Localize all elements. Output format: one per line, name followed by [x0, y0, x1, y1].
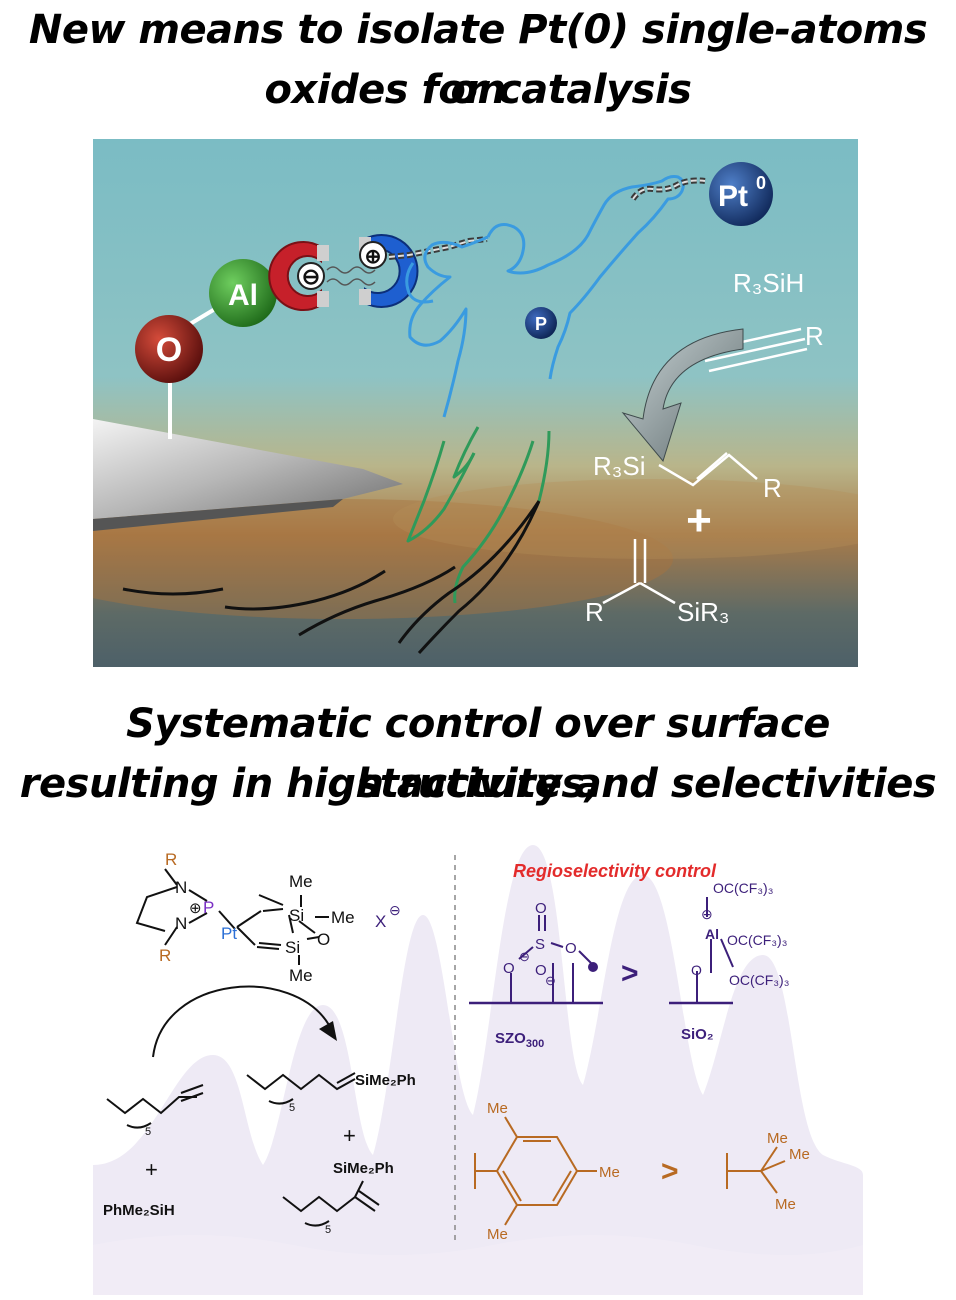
- substrate-plus: +: [145, 1157, 158, 1182]
- svg-text:N: N: [175, 878, 187, 897]
- aluminum-atom: Al: [209, 259, 277, 327]
- svg-text:Me: Me: [767, 1130, 788, 1147]
- svg-text:P: P: [535, 314, 547, 334]
- svg-text:O: O: [565, 940, 577, 957]
- tert-butyl-group: [726, 1146, 786, 1194]
- product-linear-left: R₃Si: [593, 451, 645, 481]
- oxide-surface-slab: [93, 419, 403, 519]
- sio2-label: SiO₂: [681, 1026, 714, 1043]
- product-branched-right: SiR₃: [677, 597, 729, 627]
- title-line-1: New means to isolate Pt(0) single-atoms …: [28, 7, 928, 113]
- background-peaks: [93, 845, 863, 1295]
- hero-figure-outline: [122, 175, 685, 655]
- title-line-2: oxides for catalysis: [264, 67, 692, 113]
- cover-illustration: O Al ⊖ ⊕ P: [93, 139, 858, 667]
- svg-text:Me: Me: [599, 1164, 620, 1181]
- svg-text:O: O: [535, 900, 547, 917]
- silane-reagent: PhMe₂SiH: [103, 1202, 175, 1219]
- branched-product-label: SiMe₂Ph: [333, 1160, 394, 1177]
- svg-text:Me: Me: [487, 1100, 508, 1117]
- svg-text:S: S: [535, 936, 545, 953]
- svg-text:O: O: [156, 331, 182, 369]
- svg-text:Pt: Pt: [718, 180, 748, 213]
- svg-text:⊖: ⊖: [389, 902, 401, 918]
- regioselectivity-heading: Regioselectivity control: [513, 861, 717, 881]
- reaction-curved-arrow: [152, 985, 330, 1058]
- oxygen-atom: O: [135, 315, 203, 383]
- svg-text:Pt: Pt: [221, 924, 237, 943]
- greater-than-top: >: [621, 957, 639, 990]
- svg-text:Me: Me: [289, 872, 313, 891]
- illustration-background: [93, 139, 858, 667]
- product-branched-bonds: [602, 539, 676, 605]
- greater-than-bottom: >: [661, 1155, 679, 1188]
- silane-label: R₃SiH: [733, 268, 804, 298]
- mesityl-group: [474, 1116, 597, 1226]
- svg-text:OC(CF₃)₃: OC(CF₃)₃: [729, 972, 789, 988]
- svg-text:5: 5: [289, 1102, 295, 1114]
- svg-text:R: R: [805, 321, 824, 351]
- svg-text:⊕: ⊕: [189, 900, 202, 917]
- svg-text:R: R: [165, 850, 177, 869]
- linear-product: [246, 1072, 356, 1105]
- svg-text:O: O: [535, 962, 547, 979]
- product-plus: +: [343, 1123, 356, 1148]
- branched-product: [282, 1180, 380, 1227]
- svg-text:Me: Me: [789, 1146, 810, 1163]
- svg-text:N: N: [175, 914, 187, 933]
- svg-text:5: 5: [145, 1126, 151, 1138]
- subtitle-line-1: Systematic control over surface structur…: [126, 701, 830, 807]
- svg-text:P: P: [203, 898, 214, 917]
- pt-complex-structure: R N ⊕ P Pt N R Me Si Me Si O Me X ⊖: [135, 850, 401, 985]
- reaction-scheme: R N ⊕ P Pt N R Me Si Me Si O Me X ⊖ 5 + …: [93, 845, 863, 1295]
- svg-text:O: O: [317, 930, 330, 949]
- svg-text:Al: Al: [228, 279, 258, 312]
- product-linear-bonds: [658, 452, 758, 487]
- svg-text:Me: Me: [775, 1196, 796, 1213]
- svg-text:⊖: ⊖: [701, 906, 713, 922]
- reaction-arrow-icon: [621, 328, 744, 463]
- svg-text:⊖: ⊖: [519, 949, 530, 964]
- svg-text:5: 5: [325, 1224, 331, 1236]
- svg-text:OC(CF₃)₃: OC(CF₃)₃: [713, 880, 773, 896]
- svg-text:0: 0: [756, 173, 766, 193]
- linear-product-label: SiMe₂Ph: [355, 1072, 416, 1089]
- svg-text:Me: Me: [289, 966, 313, 985]
- svg-text:OC(CF₃)₃: OC(CF₃)₃: [727, 932, 787, 948]
- svg-text:X: X: [375, 912, 386, 931]
- svg-text:O: O: [691, 962, 702, 978]
- szo-label: SZO300: [495, 1030, 544, 1050]
- product-branched-left: R: [585, 597, 604, 627]
- svg-text:⊖: ⊖: [302, 264, 320, 289]
- sulfated-zirconia-site: O S O O O ⊖ ⊖: [469, 900, 603, 1005]
- plus-sign: +: [686, 496, 712, 545]
- svg-text:O: O: [503, 960, 515, 977]
- platinum-atom: Pt 0: [709, 162, 773, 226]
- product-linear-right: R: [763, 473, 782, 503]
- svg-text:Si: Si: [289, 906, 304, 925]
- negative-magnet-icon: ⊖: [268, 241, 329, 311]
- phosphorus-atom: P: [525, 307, 557, 339]
- alkoxyaluminate-site: ⊖ OC(CF₃)₃ Al OC(CF₃)₃ OC(CF₃)₃ O: [669, 880, 789, 1005]
- svg-text:⊖: ⊖: [545, 973, 556, 988]
- svg-text:Si: Si: [285, 938, 300, 957]
- svg-text:Me: Me: [331, 908, 355, 927]
- alkyne-substrate: [106, 1084, 204, 1129]
- subtitle-line-2: resulting in high activity and selectivi…: [19, 761, 937, 807]
- svg-text:Me: Me: [487, 1226, 508, 1243]
- svg-text:R: R: [159, 946, 171, 965]
- svg-text:Al: Al: [705, 926, 719, 942]
- svg-text:⊕: ⊕: [365, 246, 382, 268]
